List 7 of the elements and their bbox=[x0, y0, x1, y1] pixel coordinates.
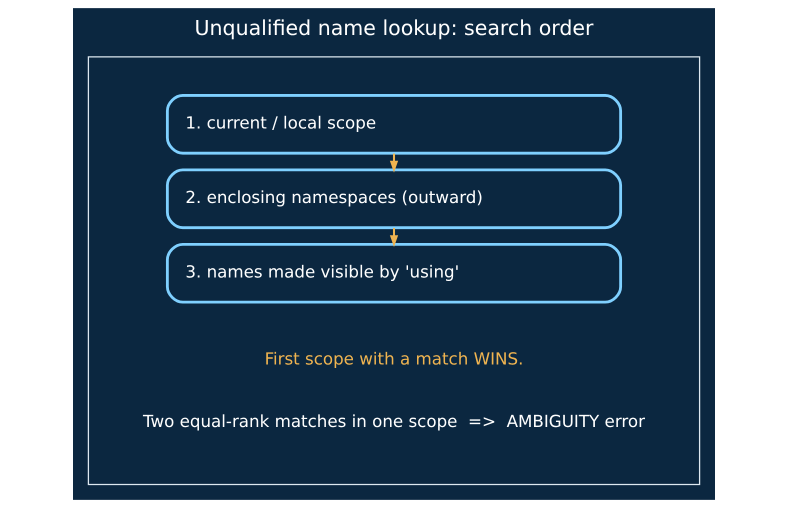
node-box: 2. enclosing namespaces (outward) bbox=[165, 168, 622, 230]
cluster bbox=[87, 56, 700, 486]
label: Two equal-rank matches in one scope => AMBIGUITY error bbox=[142, 412, 644, 432]
label: First scope with a match WINS. bbox=[264, 349, 523, 368]
node-box: 1. current / local scope bbox=[165, 94, 622, 155]
node-box: 3. names made visible by 'using' bbox=[165, 242, 622, 304]
diagram-title: Unqualified name lookup: search order bbox=[194, 16, 593, 40]
